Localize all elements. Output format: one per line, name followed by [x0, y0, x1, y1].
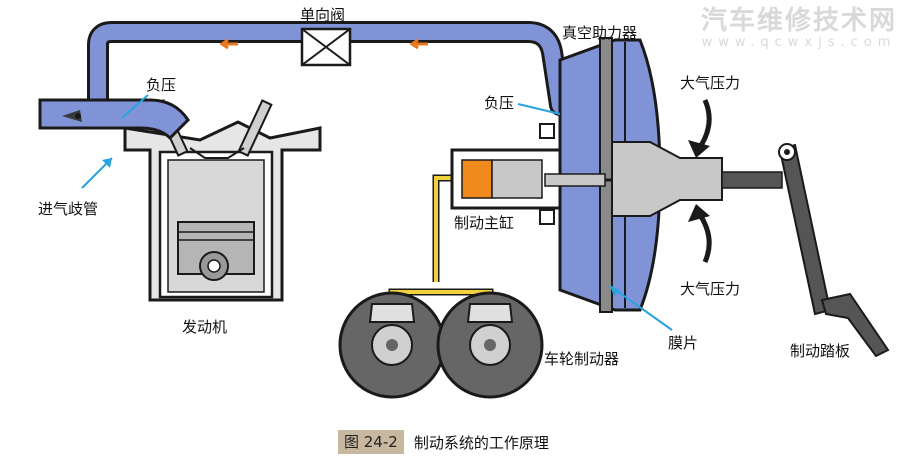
label-atmospheric-pressure-lower: 大气压力: [680, 280, 741, 298]
wheel-brake-left: [338, 291, 446, 399]
atm-arrow-upper-head: [688, 140, 710, 158]
label-engine: 发动机: [182, 318, 228, 336]
leader-diaphragm: [609, 285, 673, 331]
label-atmospheric-pressure-upper: 大气压力: [680, 74, 741, 92]
leader-negative-pressure-booster: [517, 103, 561, 115]
label-diaphragm: 膜片: [668, 334, 699, 352]
flow-arrow-left: [219, 38, 238, 50]
label-master-cylinder: 制动主缸: [454, 214, 515, 232]
atm-arrow-upper: [695, 98, 712, 152]
wheel-brake-right: [436, 291, 544, 399]
figure-title: 制动系统的工作原理: [413, 433, 549, 452]
leader-negative-pressure-manifold: [121, 94, 149, 119]
check-valve: [300, 27, 352, 67]
watermark-url: www.qcwxjs.com: [701, 35, 897, 50]
leader-diaphragm-head: [610, 286, 620, 296]
intake-manifold: [38, 98, 190, 141]
figure-caption: 图 24-2 制动系统的工作原理: [338, 429, 549, 455]
brake-pedal: [778, 143, 890, 358]
engine: [123, 99, 322, 302]
master-cylinder: [450, 123, 562, 225]
flow-arrow-right: [409, 38, 428, 50]
push-rod: [721, 171, 783, 189]
watermark-main: 汽车维修技术网: [700, 6, 897, 36]
label-check-valve: 单向阀: [300, 6, 346, 24]
vacuum-booster: [544, 37, 723, 313]
label-intake-manifold: 进气歧管: [38, 200, 99, 218]
label-brake-pedal: 制动踏板: [790, 342, 851, 360]
label-wheel-brakes: 车轮制动器: [544, 350, 620, 368]
atm-arrow-lower: [695, 210, 712, 264]
watermark: 汽车维修技术网 www.qcwxjs.com: [701, 6, 897, 50]
label-negative-pressure-booster: 负压: [484, 94, 515, 112]
leader-intake-manifold-head: [102, 158, 112, 168]
atm-arrow-lower-head: [688, 204, 710, 222]
label-vacuum-booster: 真空助力器: [562, 24, 638, 42]
figure-number: 图 24-2: [338, 430, 404, 454]
label-negative-pressure-manifold: 负压: [146, 76, 177, 94]
